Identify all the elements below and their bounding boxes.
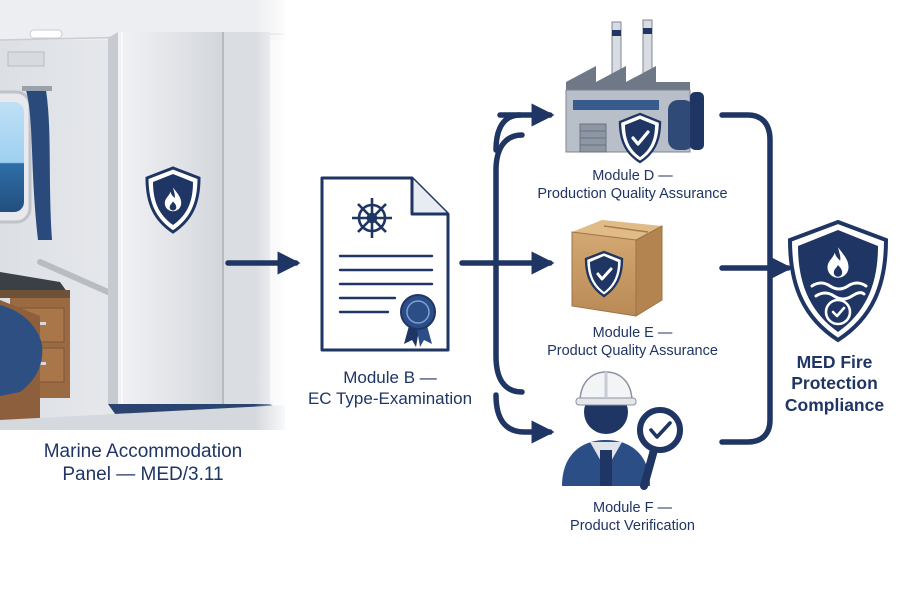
ship-wheel-icon [352,198,392,238]
fire-water-shield-check-icon [787,219,889,343]
cabin-illustration [0,0,290,430]
label-line: Product Quality Assurance [547,342,718,359]
label-line: Panel — MED/3.11 [62,464,224,486]
label-line: Marine Accommodation [43,441,243,462]
label-line: Compliance [784,394,885,415]
label-line: EC Type-Examination [307,388,473,408]
label-line: Module E — [592,325,673,341]
label-med-compliance: MED Fire Protection Compliance [772,352,897,416]
label-line: Module F — [593,500,672,516]
seal-icon [400,294,436,347]
label-line: Module B — [343,368,437,387]
label-module-b: Module B — EC Type-Examination [285,368,495,409]
label-line: Production Quality Assurance [537,185,728,202]
flow-arrows [225,103,793,445]
label-marine-accommodation-panel: Marine Accommodation Panel — MED/3.11 [18,440,268,486]
arrow-to-module-f [493,392,555,444]
label-line: Product Verification [570,517,695,534]
shield-check-icon [618,112,662,164]
label-line: Protection [791,373,878,394]
label-module-d: Module D — Production Quality Assurance [520,168,745,203]
inspector-magnifier-icon [562,371,683,490]
arrow-d-to-merge [719,112,773,445]
fire-shield-icon [145,166,201,234]
box-shield-icon [571,220,663,317]
shield-check-icon [584,250,624,298]
label-module-e: Module E — Product Quality Assurance [520,325,745,360]
label-line: Module D — [592,168,673,184]
porthole-window [0,90,32,224]
marine-accommodation-panel [0,32,285,430]
label-line: MED Fire [796,352,873,372]
label-module-f: Module F — Product Verification [520,500,745,535]
ship-wheel-certificate-icon [320,176,450,352]
factory-shield-icon [565,19,704,164]
